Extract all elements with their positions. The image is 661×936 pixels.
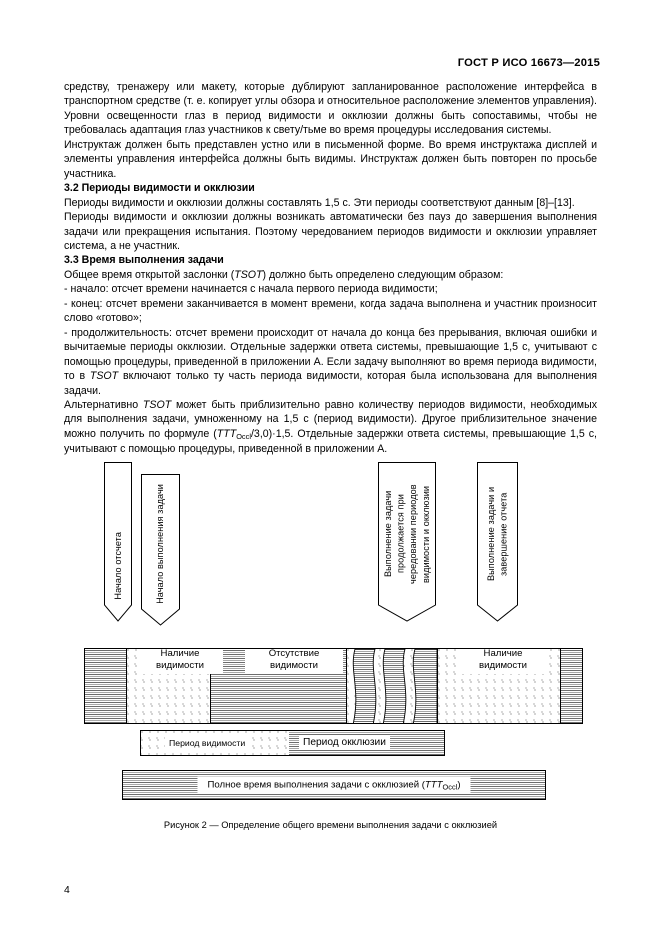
- paragraph-tsot-definition: Общее время открытой заслонки (TSOT) дол…: [64, 268, 597, 282]
- list-item-duration: - продолжительность: отсчет времени прои…: [64, 326, 597, 398]
- alt-a: Альтернативно: [64, 398, 143, 411]
- callout-4-label-wrap: Выполнение задачи и завершение отчета: [478, 463, 517, 600]
- callout-task-start: Начало выполнения задачи: [141, 474, 180, 626]
- callout-1-body: Начало отсчета: [104, 462, 132, 600]
- heading-3-2: 3.2 Периоды видимости и окклюзии: [64, 182, 255, 195]
- timeline-label-visibility-2: Наличие видимости: [460, 649, 546, 674]
- callout-task-continues: Выполнение задачи продолжается при черед…: [378, 462, 436, 622]
- timeline-label-visibility-1: Наличие видимости: [137, 649, 223, 674]
- callout-2-label: Начало выполнения задачи: [155, 484, 166, 604]
- ttt-abbrev-1: TTT: [216, 427, 237, 440]
- callout-1-label: Начало отсчета: [112, 532, 123, 600]
- callout-4-tip: [477, 599, 518, 622]
- callout-3-tip-svg: [378, 599, 436, 622]
- total-time-label: Полное время выполнения задачи с окклюзи…: [197, 776, 471, 794]
- callout-3-label: Выполнение задачи продолжается при черед…: [382, 484, 431, 584]
- callout-3-tip: [378, 599, 436, 622]
- total-time-bar: Полное время выполнения задачи с окклюзи…: [122, 770, 546, 800]
- document-header: ГОСТ Р ИСО 16673—2015: [457, 57, 600, 69]
- tsot-def-after: ) должно быть определено следующим образ…: [262, 268, 504, 281]
- alternating-stripes-svg: [352, 649, 437, 723]
- callout-1-label-wrap: Начало отсчета: [105, 463, 131, 600]
- segment-occlusion-trail: [561, 649, 582, 723]
- alt-c: /3,0)·1,5. Отдельные задержки ответа сис…: [64, 427, 597, 456]
- paragraph-periods-auto: Периоды видимости и окклюзии должны возн…: [64, 211, 597, 252]
- timeline-label-no-visibility: Отсутствие видимости: [245, 649, 343, 674]
- callout-2-tip: [141, 603, 180, 626]
- tsot-abbrev-2: TSOT: [89, 370, 119, 383]
- duration-after: включают только ту часть периода видимос…: [64, 370, 597, 397]
- tsot-abbrev-3: TSOT: [142, 398, 172, 411]
- legend-bar: Период видимости Период окклюзии: [140, 730, 445, 756]
- callout-2-label-wrap: Начало выполнения задачи: [142, 475, 179, 604]
- tsot-def-before: Общее время открытой заслонки (: [64, 268, 235, 281]
- segment-alternating: [347, 649, 437, 723]
- paragraph-alternative: Альтернативно TSOT может быть приблизите…: [64, 398, 597, 457]
- callout-start-of-count: Начало отсчета: [104, 462, 132, 622]
- callout-1-tip-svg: [104, 599, 132, 622]
- paragraph-continuation: средству, тренажеру или макету, которые …: [64, 81, 597, 137]
- callout-task-complete: Выполнение задачи и завершение отчета: [477, 462, 518, 622]
- duration-before: - продолжительность: отсчет времени прои…: [64, 326, 597, 383]
- tsot-abbrev-1: TSOT: [234, 268, 263, 281]
- timeline-bar: Наличие видимости Отсутствие видимости Н…: [84, 648, 583, 724]
- total-after: ): [457, 779, 461, 791]
- paragraph-periods-duration: Периоды видимости и окклюзии должны сост…: [64, 196, 575, 209]
- ttt-abbrev-2: TTT: [424, 779, 443, 791]
- callout-1-tip: [104, 599, 132, 622]
- ttt-subscript-2: Occl: [442, 782, 458, 792]
- callout-4-label: Выполнение задачи и завершение отчета: [485, 486, 509, 582]
- callout-4-body: Выполнение задачи и завершение отчета: [477, 462, 518, 600]
- heading-3-3: 3.3 Время выполнения задачи: [64, 254, 224, 267]
- figure-2: Начало отсчета Начало выполнения задачи: [0, 462, 661, 862]
- segment-occlusion-lead: [85, 649, 127, 723]
- callout-2-tip-svg: [141, 603, 180, 626]
- legend-visibility-label: Период видимости: [165, 736, 250, 750]
- ttt-subscript-1: Occl: [236, 432, 251, 442]
- total-before: Полное время выполнения задачи с окклюзи…: [207, 779, 425, 791]
- list-item-end: - конец: отсчет времени заканчивается в …: [64, 297, 597, 325]
- callout-4-tip-svg: [477, 599, 518, 622]
- paragraph-briefing: Инструктаж должен быть представлен устно…: [64, 138, 597, 180]
- figure-caption: Рисунок 2 — Определение общего времени в…: [163, 820, 498, 830]
- callout-3-body: Выполнение задачи продолжается при черед…: [378, 462, 436, 600]
- callout-3-label-wrap: Выполнение задачи продолжается при черед…: [379, 463, 435, 600]
- body-text-block: средству, тренажеру или макету, которые …: [64, 80, 597, 457]
- page-number: 4: [64, 885, 70, 896]
- callout-2-body: Начало выполнения задачи: [141, 474, 180, 604]
- legend-occlusion-label: Период окклюзии: [299, 736, 390, 750]
- list-item-start: - начало: отсчет времени начинается с на…: [64, 283, 438, 296]
- alt-b: может быть приблизительно равно количест…: [64, 398, 597, 440]
